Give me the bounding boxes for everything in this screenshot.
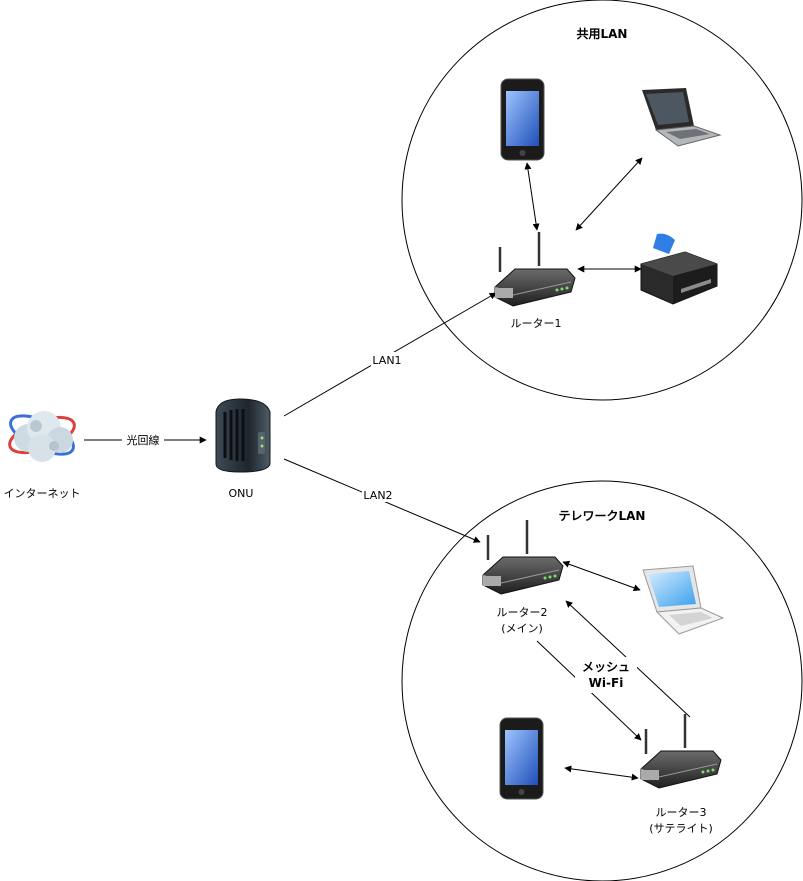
onu-icon [215,398,271,473]
onu-label: ONU [229,487,254,500]
lan1-label: LAN1 [372,354,401,367]
laptop-white-icon [642,565,725,635]
router3-icon [640,714,722,789]
internet-cloud-icon [8,411,76,462]
laptop-icon [642,88,722,147]
mesh-label-line2: Wi-Fi [589,676,624,690]
telework-lan-title: テレワークLAN [559,509,646,523]
router2-icon [482,520,564,595]
router3-phone-link [564,765,639,781]
mesh-label-line1: メッシュ [582,660,630,674]
smartphone-icon [499,717,544,800]
router1-icon [494,232,576,307]
router1-phone-link [524,162,540,231]
router2-label-line1: ルーター2 [497,606,548,619]
router1-label: ルーター1 [511,317,562,330]
router2-label-line2: (メイン) [501,622,543,635]
shared-lan-title: 共用LAN [577,26,628,41]
fiber-label: 光回線 [127,433,160,447]
smartphone-icon [500,78,545,161]
router2-laptop-link [562,560,641,592]
shared-lan-zone [401,0,803,401]
internet-label: インターネット [4,487,81,500]
telework-lan-zone [401,480,803,881]
router3-label-line2: (サテライト) [649,822,713,835]
router1-laptop-link [575,157,643,231]
lan2-label: LAN2 [363,489,392,502]
router3-label-line1: ルーター3 [656,806,707,819]
printer-icon [640,233,718,305]
